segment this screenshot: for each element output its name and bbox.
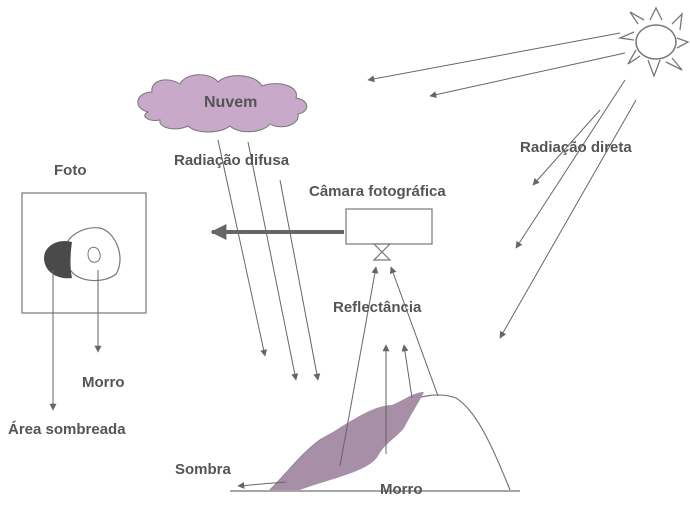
shadow-pointer [237, 481, 287, 489]
reflectance-arrow-1 [339, 266, 379, 467]
sun-icon [617, 6, 690, 78]
shaded-area-label: Área sombreada [8, 421, 126, 438]
camera-label: Câmara fotográfica [309, 183, 446, 200]
reflectance-arrow-4 [389, 266, 439, 397]
hill-photo-label: Morro [82, 374, 125, 391]
direct-radiation-arrow-2 [515, 79, 626, 249]
direct-radiation-arrow-3 [499, 99, 637, 339]
camera-lens-icon [372, 243, 392, 261]
photo-shadow-shape [44, 240, 72, 279]
sun-to-cloud-arrow-2 [429, 52, 626, 99]
diffuse-radiation-arrow-1 [217, 139, 268, 357]
photo-hill-icon [65, 227, 121, 282]
diffuse-radiation-arrow-3 [279, 179, 321, 381]
shadow-label: Sombra [175, 461, 231, 478]
cloud-label: Nuvem [204, 94, 258, 111]
cloud-shape [137, 74, 308, 133]
direct-radiation-label: Radiação direta [520, 139, 632, 156]
diffuse-radiation-label: Radiação difusa [174, 152, 290, 169]
camera-body [345, 208, 433, 245]
hill-label: Morro [380, 481, 423, 498]
reflectance-arrow-3 [401, 344, 413, 399]
reflectance-label: Reflectância [333, 299, 422, 316]
sun-to-cloud-arrow-1 [367, 32, 621, 83]
direct-radiation-arrow-1 [532, 109, 601, 186]
diffuse-radiation-arrow-2 [247, 141, 299, 381]
photo-label: Foto [54, 162, 87, 179]
